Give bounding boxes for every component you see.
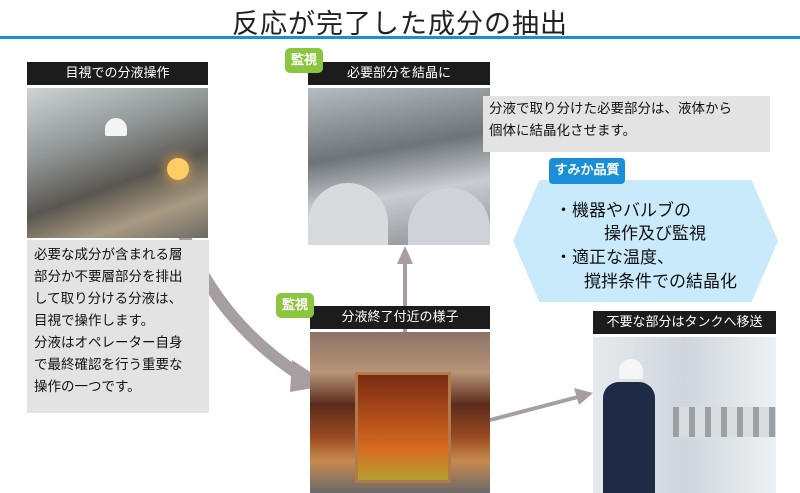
photo-crystallizer-vessels xyxy=(308,88,490,245)
crystallize-description: 分液で取り分けた必要部分は、液体から 個体に結晶化させます。 xyxy=(483,96,770,152)
photo-sight-glass xyxy=(310,332,490,493)
valve-manifold xyxy=(673,407,776,437)
photo-operator-valves xyxy=(27,88,208,238)
quality-badge: すみか品質 xyxy=(549,158,625,184)
crystallize-label: 必要部分を結晶に xyxy=(308,62,490,85)
left-label: 目視での分液操作 xyxy=(27,62,208,85)
desc-line: して取り分ける分液は、 xyxy=(34,291,183,307)
arrow-to-tank xyxy=(489,395,579,422)
helmet-shape xyxy=(619,359,643,379)
left-description: 必要な成分が含まれる層 部分か不要層部分を排出 して取り分ける分液は、 目視で操… xyxy=(27,240,209,413)
photo-tank-transfer xyxy=(593,337,776,493)
page-title: 反応が完了した成分の抽出 xyxy=(232,9,568,40)
quality-line: 操作及び監視 xyxy=(604,224,706,244)
vessel-dome xyxy=(308,183,388,245)
helmet-shape xyxy=(105,118,127,136)
title-divider xyxy=(0,36,800,39)
quality-hexagon xyxy=(513,180,778,302)
desc-line: 分液はオペレーター自身 xyxy=(34,335,183,351)
quality-line: ・機器やバルブの xyxy=(555,201,691,221)
desc-line: で最終確認を行う重要な xyxy=(34,357,183,373)
desc-line: 必要な成分が含まれる層 xyxy=(34,247,183,263)
light-glow xyxy=(167,158,189,180)
monitor-badge: 監視 xyxy=(276,293,314,318)
tank-label: 不要な部分はタンクへ移送 xyxy=(593,311,776,334)
desc-line: 部分か不要層部分を排出 xyxy=(34,269,183,285)
operator-figure xyxy=(603,382,655,493)
desc-line: 個体に結晶化させます。 xyxy=(489,123,637,139)
desc-line: 分液で取り分けた必要部分は、液体から xyxy=(489,101,732,117)
desc-line: 目視で操作します。 xyxy=(34,313,155,329)
arrow-to-tank-head xyxy=(574,388,593,405)
arrow-up-head xyxy=(397,246,413,264)
monitor-badge: 監視 xyxy=(285,48,323,73)
separation-label: 分液終了付近の様子 xyxy=(310,306,490,329)
quality-line: ・適正な温度、 xyxy=(555,248,674,268)
sight-glass xyxy=(355,372,451,483)
quality-line: 撹拌条件での結晶化 xyxy=(584,272,737,292)
vessel-dome xyxy=(408,188,490,245)
desc-line: 操作の一つです。 xyxy=(34,379,141,395)
